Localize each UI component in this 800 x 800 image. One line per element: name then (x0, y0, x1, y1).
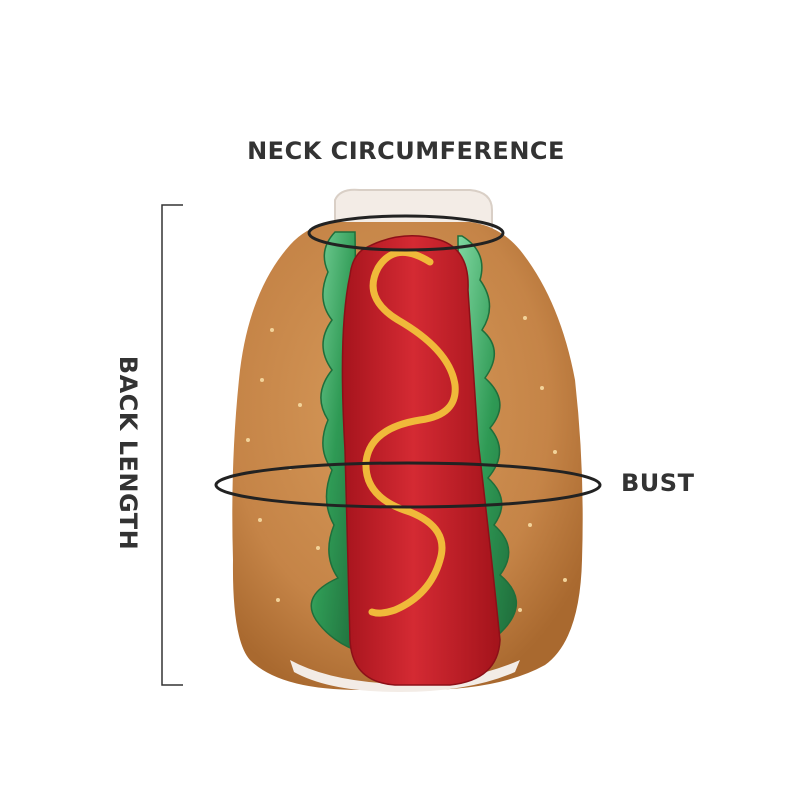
bust-label: BUST (621, 469, 695, 497)
mustard (362, 248, 459, 617)
collar-lining (334, 188, 493, 233)
neck-circumference-label: NECK CIRCUMFERENCE (247, 137, 565, 165)
neck-measure-ring (307, 214, 505, 252)
bottom-lining (290, 660, 520, 692)
back-length-label: BACK LENGTH (114, 355, 142, 551)
back-length-bracket (161, 204, 183, 686)
bust-measure-ring (214, 461, 602, 509)
